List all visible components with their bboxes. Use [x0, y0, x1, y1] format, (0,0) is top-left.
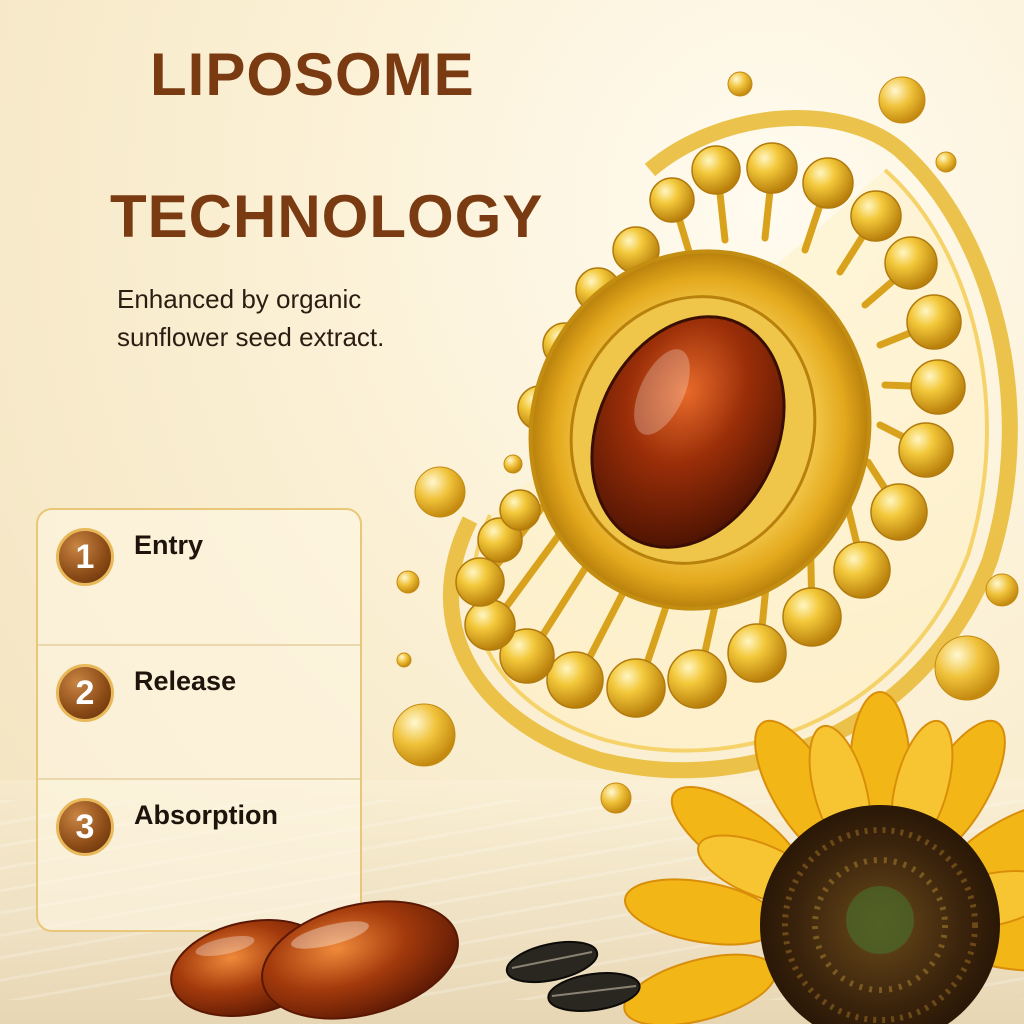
step-number-badge: 2 — [56, 664, 114, 722]
step-number-badge: 1 — [56, 528, 114, 586]
step-label: Release — [134, 666, 237, 696]
sunflower-seed-icon — [505, 940, 641, 1012]
step-label: Entry — [134, 530, 204, 560]
liposome-illustration — [442, 110, 1018, 779]
step-item-absorption: 3 Absorption — [38, 778, 360, 914]
title-line-1: LIPOSOME — [150, 41, 475, 108]
subtitle: Enhanced by organic sunflower seed extra… — [117, 284, 385, 352]
step-item-entry: 1 Entry — [38, 510, 360, 644]
steps-panel: 1 Entry 2 Release 3 Absorption — [36, 508, 362, 932]
step-number-badge: 3 — [56, 798, 114, 856]
step-label: Absorption — [134, 800, 278, 830]
sunflower-icon — [623, 691, 1024, 1024]
title-line-2: TECHNOLOGY — [110, 183, 544, 250]
step-item-release: 2 Release — [38, 644, 360, 780]
softgel-capsule-icon — [170, 900, 459, 1020]
oil-droplet-icon — [392, 71, 1019, 814]
